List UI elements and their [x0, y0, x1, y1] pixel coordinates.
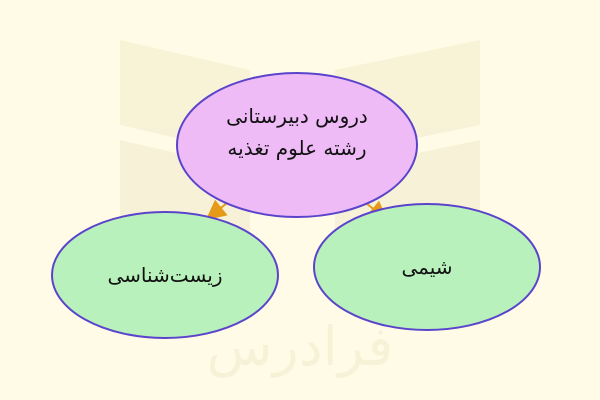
child-node-left-label: زیست‌شناسی: [107, 263, 222, 287]
child-node-left-ellipse: [51, 211, 279, 339]
watermark-text: فرادرس: [207, 315, 394, 378]
root-line-2: رشته علوم تغذیه: [227, 136, 366, 160]
child-node-right: شیمی: [313, 203, 541, 331]
root-node: دروس دبیرستانی رشته علوم تغذیه: [176, 72, 418, 218]
root-line-1: دروس دبیرستانی: [226, 104, 368, 128]
child-node-right-label: شیمی: [401, 255, 452, 279]
root-node-ellipse: [176, 72, 418, 218]
child-node-left: زیست‌شناسی: [51, 211, 279, 339]
child-node-right-ellipse: [313, 203, 541, 331]
arrow-to-left-child: [205, 199, 228, 220]
